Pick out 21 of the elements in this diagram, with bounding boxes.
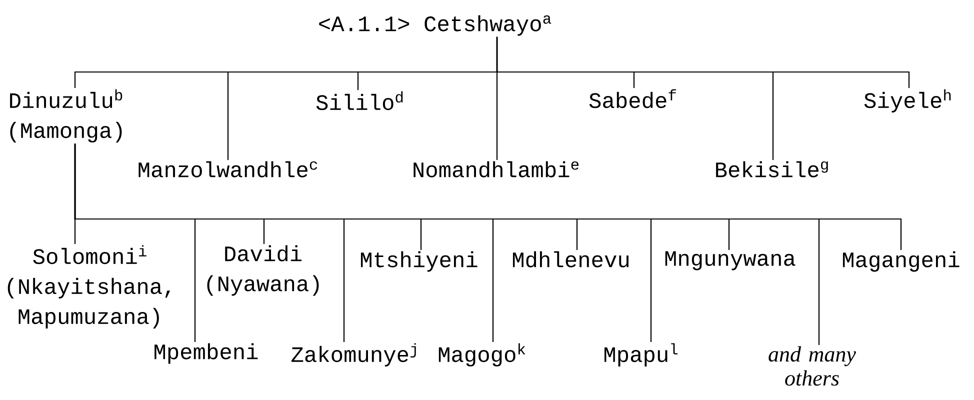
- name-label: Mngunywana: [665, 251, 796, 270]
- name-label: Siyele$^{h}$: [864, 89, 951, 112]
- name-label: Magogo$^{k}$: [438, 343, 526, 366]
- tree-line: [74, 144, 902, 250]
- name-label: Sililo$^{d}$: [316, 91, 403, 110]
- name-label: Mtshiyeni: [360, 251, 478, 272]
- name-label: Nomandhlambi$^{e}$: [414, 161, 579, 178]
- name-label: Mdhlenevu: [512, 251, 629, 268]
- name-label: Sabede$^{f}$: [589, 89, 676, 108]
- name-label: Mpembeni: [154, 343, 258, 364]
- name-label: and many others: [768, 346, 856, 386]
- name-label: Zakomunye$^{j}$: [292, 343, 416, 366]
- name-label: Mpapu$^{l}$: [604, 343, 678, 366]
- name-label: Bekisile$^{g}$: [716, 161, 828, 178]
- name-label: Davidi (Nyawana): [207, 245, 319, 296]
- tree-line: [496, 36, 774, 160]
- name-label: Magangeni: [842, 251, 960, 272]
- name-label: Manzolwandhle$^{c}$: [138, 161, 318, 178]
- name-label: Dinuzulu$^{b}$ (Mamonga): [10, 89, 122, 142]
- name-label: <A.1.1> Cetshwayo$^{a}$: [319, 15, 552, 36]
- name-label: Solomoni$^{i}$ (Nkayitshana, Mapumuzana): [8, 245, 170, 328]
